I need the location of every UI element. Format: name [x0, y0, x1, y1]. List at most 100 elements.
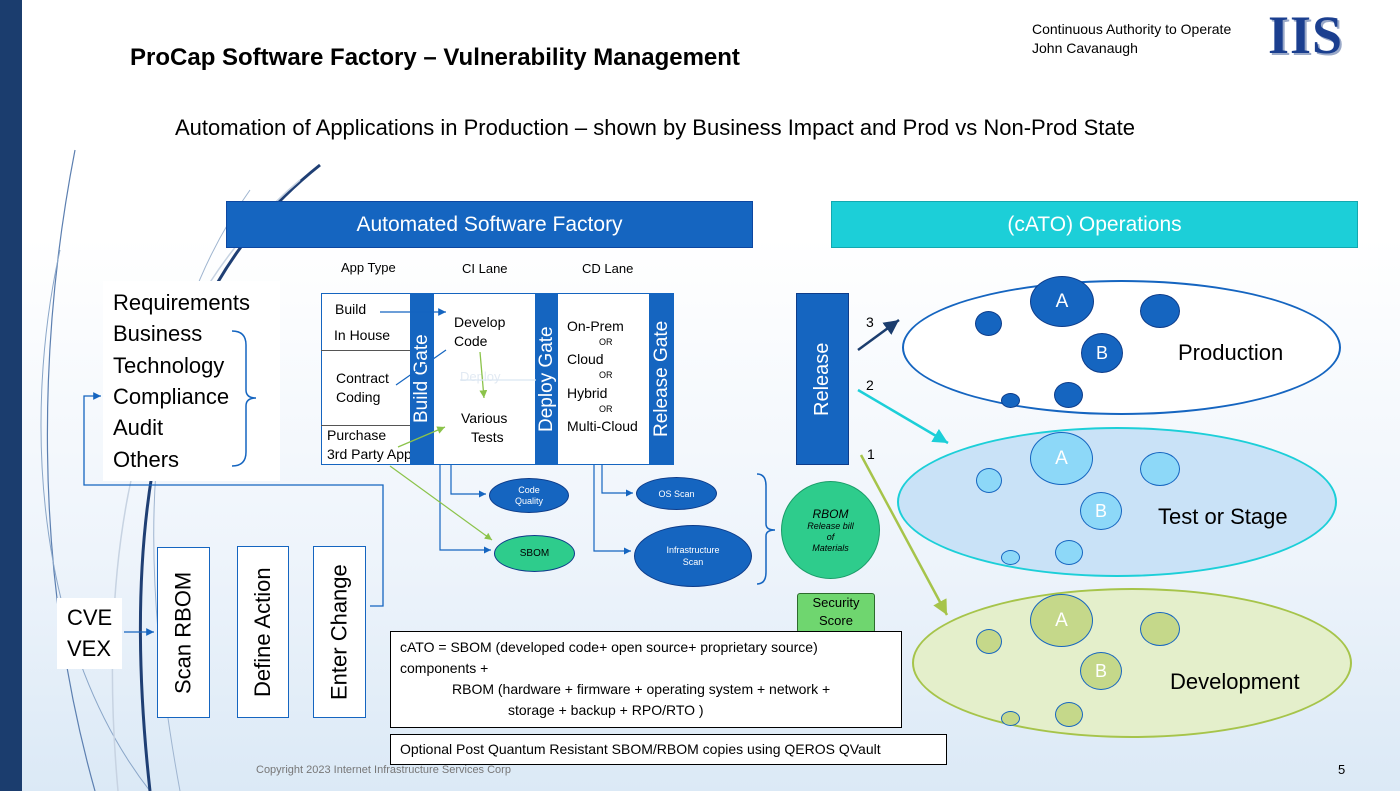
prod-circle-sm-3 [1054, 382, 1083, 408]
development-environment [912, 588, 1352, 738]
banner-cato-operations: (cATO) Operations [831, 201, 1358, 248]
app-third-party: 3rd Party App [327, 446, 412, 462]
code-quality-line-1: Code [518, 484, 540, 495]
sbom-scan: SBOM [494, 535, 575, 572]
prod-circle-sm-1 [975, 311, 1002, 336]
dev-circle-sm-4 [1001, 711, 1020, 726]
cato-line-2: components + [400, 660, 489, 676]
app-divider-2 [321, 425, 410, 426]
req-requirements: Requirements [113, 290, 250, 315]
cd-or-3: OR [599, 404, 613, 414]
arrow-label-3: 3 [866, 314, 874, 330]
dev-circle-sm-2 [1140, 612, 1180, 646]
lane-ci: CI Lane [462, 261, 508, 276]
app-purchase: Purchase [327, 427, 387, 443]
cve-label: CVE [67, 605, 113, 630]
arrow-label-2: 2 [866, 377, 874, 393]
page-subtitle: Automation of Applications in Production… [175, 115, 1135, 140]
requirements-box [103, 281, 280, 481]
page-number: 5 [1338, 762, 1346, 777]
cd-onprem: On-Prem [567, 318, 624, 334]
rbom-line-2: of [826, 531, 835, 542]
cve-vex-box [57, 598, 122, 669]
cato-line-1: cATO = SBOM (developed code+ open source… [400, 639, 818, 655]
scan-rbom-box: Scan RBOM [157, 547, 210, 718]
app-in-house: In House [334, 327, 391, 343]
code-quality-line-2: Quality [514, 495, 543, 506]
lane-cd: CD Lane [582, 261, 634, 276]
vex-label: VEX [67, 636, 112, 661]
cd-multicloud: Multi-Cloud [567, 418, 638, 434]
banner-automated-factory: Automated Software Factory [226, 201, 753, 248]
dev-circle-sm-1 [976, 629, 1002, 654]
req-business: Business [113, 321, 203, 346]
infrastructure-scan: Infrastructure Scan [634, 525, 752, 587]
rbom-line-1: Release bill [807, 520, 854, 531]
prod-circle-sm-4 [1001, 393, 1020, 408]
dev-label-b: B [1094, 660, 1107, 681]
page-title: ProCap Software Factory – Vulnerability … [130, 44, 740, 71]
security-score-line-1: Security [812, 595, 860, 610]
test-label-a: A [1055, 447, 1068, 469]
security-score-line-2: Score [819, 613, 853, 628]
copyright-footer: Copyright 2023 Internet Infrastructure S… [256, 764, 511, 776]
define-action-box: Define Action [237, 546, 289, 718]
security-score-box: Security Score [797, 593, 875, 633]
test-stage-label: Test or Stage [1158, 504, 1288, 529]
test-circle-sm-2 [1140, 452, 1180, 486]
ci-various: Various [461, 410, 508, 426]
quantum-text: Optional Post Quantum Resistant SBOM/RBO… [400, 741, 881, 757]
prod-label-b: B [1095, 342, 1108, 363]
ci-code: Code [454, 333, 488, 349]
cd-or-1: OR [599, 337, 613, 347]
req-audit: Audit [113, 415, 164, 440]
arrow-label-1: 1 [867, 446, 875, 462]
cato-line-3: RBOM (hardware + firmware + operating sy… [452, 681, 831, 697]
req-others: Others [113, 447, 180, 472]
os-scan: OS Scan [636, 477, 717, 510]
test-circle-sm-4 [1001, 550, 1020, 565]
req-compliance: Compliance [113, 384, 230, 409]
dev-circle-a: A [1030, 594, 1093, 647]
development-label: Development [1170, 669, 1300, 694]
production-label: Production [1178, 340, 1284, 365]
cd-cloud: Cloud [567, 351, 604, 367]
dev-circle-b: B [1080, 652, 1122, 690]
topright-line-1: Continuous Authority to Operate [1032, 21, 1232, 37]
infra-line-2: Scan [682, 557, 704, 567]
iis-logo: IIS [1268, 5, 1344, 65]
rbom-line-3: Materials [812, 542, 849, 553]
test-circle-a: A [1030, 432, 1093, 485]
app-coding: Coding [336, 389, 381, 405]
ci-develop: Develop [454, 314, 506, 330]
cato-line-4: storage + backup + RPO/RTO ) [508, 702, 704, 718]
rbom-title: RBOM [812, 506, 849, 521]
cd-hybrid: Hybrid [567, 385, 608, 401]
app-divider-1 [321, 350, 410, 351]
enter-change-box: Enter Change [313, 546, 366, 718]
infra-line-1: Infrastructure [666, 545, 720, 555]
lane-app-type: App Type [341, 260, 396, 275]
os-scan-label: OS Scan [658, 488, 695, 499]
prod-circle-sm-2 [1140, 294, 1180, 328]
left-accent-bar [0, 0, 22, 791]
test-circle-sm-1 [976, 468, 1002, 493]
app-build: Build [335, 301, 367, 317]
topright-line-2: John Cavanaugh [1032, 40, 1138, 56]
rbom-circle: RBOM Release bill of Materials [781, 481, 880, 579]
prod-label-a: A [1055, 290, 1069, 312]
cd-or-2: OR [599, 370, 613, 380]
code-quality-scan: Code Quality [489, 478, 569, 513]
app-contract: Contract [336, 370, 389, 386]
quantum-copy-box: Optional Post Quantum Resistant SBOM/RBO… [390, 734, 947, 765]
dev-label-a: A [1055, 609, 1068, 631]
prod-circle-b: B [1081, 333, 1123, 373]
ci-tests: Tests [471, 429, 504, 445]
sbom-label: SBOM [519, 548, 550, 559]
req-technology: Technology [113, 353, 225, 378]
dev-circle-sm-3 [1055, 702, 1083, 727]
test-circle-sm-3 [1055, 540, 1083, 565]
prod-circle-a: A [1030, 276, 1094, 327]
